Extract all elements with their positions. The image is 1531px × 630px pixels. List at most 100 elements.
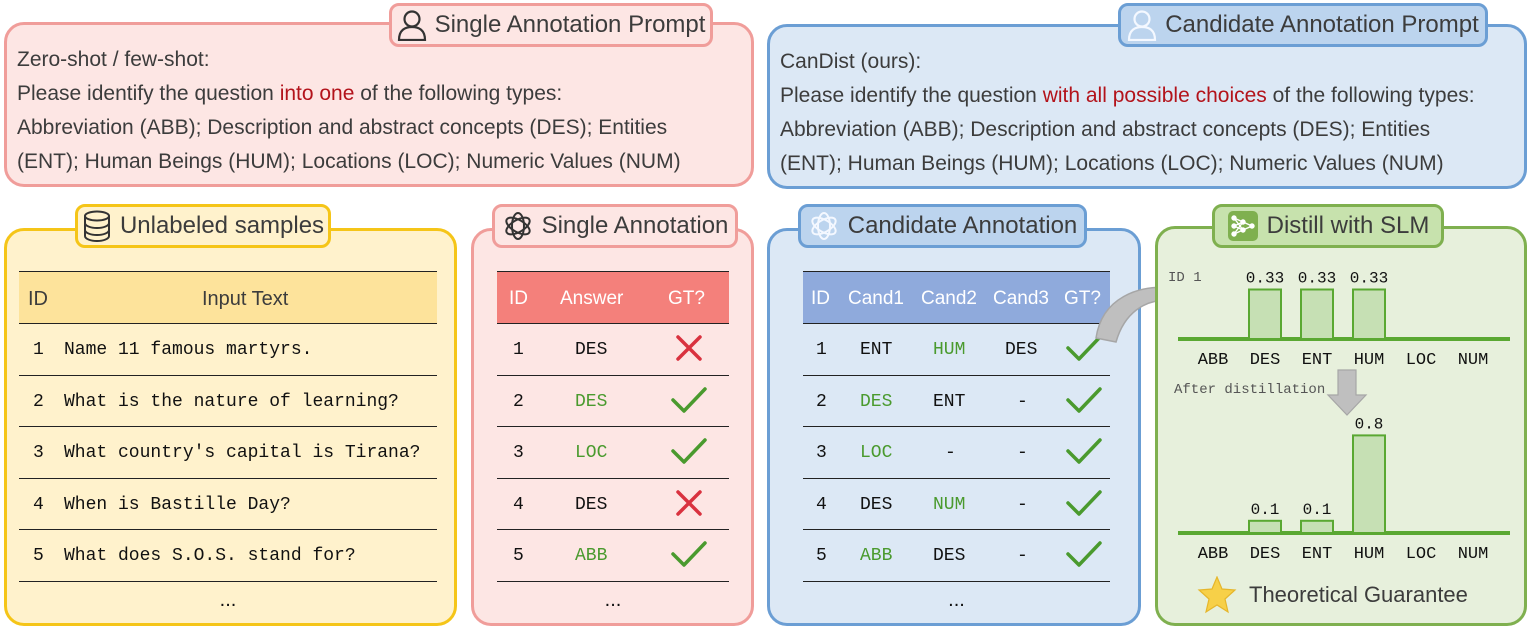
candidate-annotation-title: Candidate Annotation xyxy=(847,212,1078,239)
row-id: 5 xyxy=(513,546,524,567)
row-gt xyxy=(670,539,708,574)
col-input-text-header: Input Text xyxy=(202,288,289,310)
row-id: 4 xyxy=(816,494,827,515)
table-row: 5 ABB xyxy=(497,529,729,580)
row-gt xyxy=(670,385,708,420)
category-label: NUM xyxy=(1458,545,1489,564)
category-label: DES xyxy=(1250,351,1281,370)
star-icon xyxy=(1197,576,1237,614)
row-gt xyxy=(674,488,704,523)
row-answer: DES xyxy=(575,494,608,515)
row-id: 2 xyxy=(513,391,524,412)
bar-hum xyxy=(1352,434,1386,534)
check-icon xyxy=(671,438,707,464)
col-gt-header: GT? xyxy=(1064,288,1101,309)
category-label: ABB xyxy=(1198,351,1229,370)
row-gt xyxy=(1065,436,1103,471)
category-label: LOC xyxy=(1406,351,1437,370)
row-gt xyxy=(1065,539,1103,574)
category-label: LOC xyxy=(1406,545,1437,564)
candidate-prompt-highlight: with all possible choices xyxy=(1042,84,1267,107)
row-answer: ABB xyxy=(575,546,608,567)
row-divider xyxy=(803,477,1110,479)
candidate-annotation-header: Candidate Annotation xyxy=(798,204,1087,248)
row-id: 3 xyxy=(816,443,827,464)
check-icon xyxy=(671,386,707,413)
candidate-prompt-line3: Abbreviation (ABB); Description and abst… xyxy=(780,118,1431,141)
openai-icon xyxy=(504,212,531,240)
distill-box xyxy=(1155,226,1527,626)
single-prompt-header: Single Annotation Prompt xyxy=(389,3,713,47)
unlabeled-title: Unlabeled samples xyxy=(119,212,325,239)
category-label: HUM xyxy=(1354,545,1385,564)
single-prompt-box: Zero-shot / few-shot: Please identify th… xyxy=(4,22,754,187)
row-id: 5 xyxy=(33,546,44,567)
row-gt xyxy=(1065,333,1103,368)
row-id: 1 xyxy=(816,340,827,360)
database-icon xyxy=(83,210,110,242)
row-cand1: DES xyxy=(860,494,893,515)
row-gt xyxy=(1065,385,1103,420)
candidate-prompt-line2: Please identify the question with all po… xyxy=(780,84,1475,107)
row-divider xyxy=(497,477,729,479)
row-answer: LOC xyxy=(575,443,608,464)
row-cand2: DES xyxy=(933,546,966,567)
single-annotation-header-row: ID Answer GT? xyxy=(497,272,729,323)
single-prompt-line2: Please identify the question into one of… xyxy=(17,82,563,105)
category-label: NUM xyxy=(1458,351,1489,370)
row-id: 2 xyxy=(33,391,44,412)
single-prompt-text: Zero-shot / few-shot: Please identify th… xyxy=(17,43,747,179)
unlabeled-header: Unlabeled samples xyxy=(75,204,331,248)
openai-icon xyxy=(811,212,837,240)
row-input-text: What country's capital is Tirana? xyxy=(64,443,421,464)
row-id: 4 xyxy=(33,494,44,515)
row-cand3: - xyxy=(1017,546,1028,567)
row-divider xyxy=(497,581,729,582)
col-id-header: ID xyxy=(811,288,830,309)
row-cand3: - xyxy=(1017,391,1028,412)
col-id-header: ID xyxy=(28,288,48,310)
check-icon xyxy=(1066,386,1102,413)
id-label: ID 1 xyxy=(1168,270,1202,286)
row-gt xyxy=(674,333,704,368)
bar-value-label: 0.8 xyxy=(1355,415,1384,433)
bar-value-label: 0.33 xyxy=(1246,270,1284,288)
guarantee-label: Theoretical Guarantee xyxy=(1249,582,1468,607)
bar-value-label: 0.1 xyxy=(1251,501,1280,519)
down-arrow xyxy=(1326,369,1368,416)
single-prompt-line3: Abbreviation (ABB); Description and abst… xyxy=(17,116,668,139)
category-label: ABB xyxy=(1198,545,1229,564)
row-cand1: ENT xyxy=(860,340,893,360)
check-icon xyxy=(1066,335,1102,361)
bar-value-label: 0.1 xyxy=(1303,501,1332,519)
bar-des xyxy=(1248,288,1282,340)
bar-value-label: 0.33 xyxy=(1350,270,1388,288)
row-cand3: - xyxy=(1017,494,1028,515)
candidate-prompt-header: Candidate Annotation Prompt xyxy=(1118,3,1488,47)
row-id: 3 xyxy=(513,443,524,464)
cross-icon xyxy=(676,490,702,516)
col-cand2-header: Cand2 xyxy=(921,288,977,309)
distill-charts: ID 1 After distillation ABB0.33DES0.33EN… xyxy=(1168,270,1510,564)
single-annotation-title: Single Annotation xyxy=(541,212,729,239)
after-distillation-label: After distillation xyxy=(1174,382,1325,398)
check-icon xyxy=(1066,490,1102,516)
row-divider xyxy=(19,529,437,531)
candidate-prompt-text: CanDist (ours): Please identify the ques… xyxy=(780,45,1520,181)
row-id: 1 xyxy=(33,340,44,360)
row-divider xyxy=(497,529,729,531)
col-answer-header: Answer xyxy=(560,288,624,309)
row-divider xyxy=(803,529,1110,531)
row-divider xyxy=(803,374,1110,376)
candidate-prompt-title: Candidate Annotation Prompt xyxy=(1165,11,1479,38)
single-annotation-header: Single Annotation xyxy=(492,204,738,248)
row-divider xyxy=(19,426,437,428)
row-divider xyxy=(19,581,437,582)
